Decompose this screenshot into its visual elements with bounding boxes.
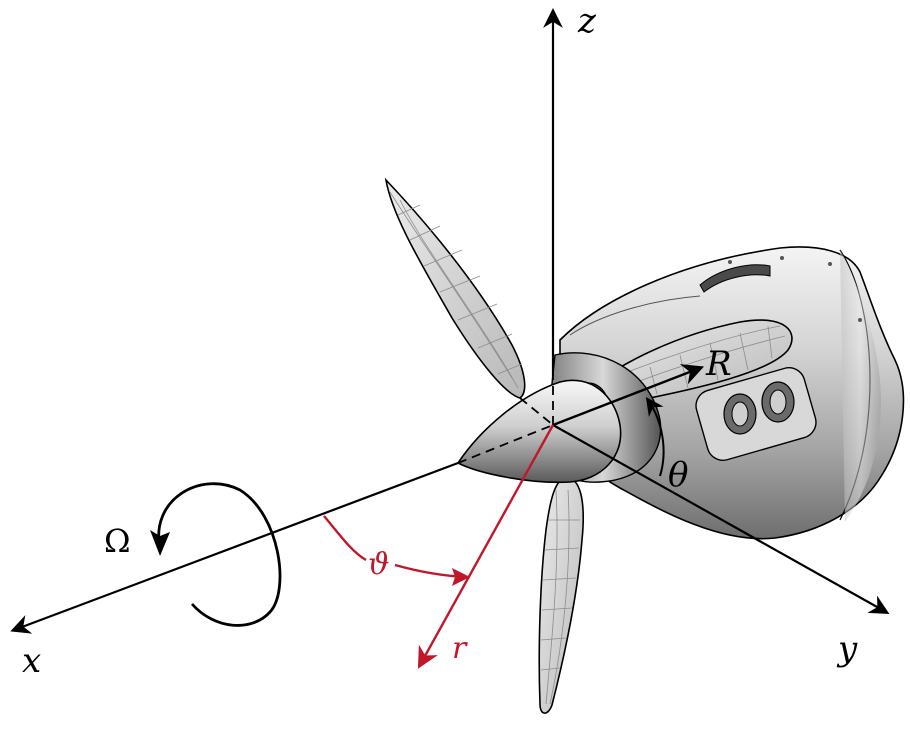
- label-Omega: Ω: [104, 522, 131, 560]
- r-vector: [417, 424, 555, 669]
- label-R: R: [705, 344, 732, 384]
- label-vartheta: ϑ: [368, 547, 389, 582]
- label-z: z: [577, 1, 597, 41]
- exhaust-panel: [695, 367, 817, 461]
- omega-rotation-arrow: [157, 482, 282, 627]
- blade-axis-hidden: [519, 397, 554, 426]
- label-x: x: [22, 641, 41, 681]
- upper-blade: [384, 177, 526, 399]
- label-y: y: [836, 629, 858, 669]
- y-axis: [552, 424, 890, 614]
- theta-arc: [645, 397, 665, 477]
- propeller-hub: [456, 352, 662, 484]
- label-theta: θ: [668, 455, 688, 495]
- x-axis: [10, 461, 459, 634]
- R-vector: [552, 364, 705, 427]
- vartheta-arc: [323, 515, 467, 579]
- lower-blade: [538, 477, 584, 714]
- vartheta-arrowhead: [452, 568, 470, 586]
- label-r: r: [452, 631, 468, 666]
- spinner: [456, 379, 622, 484]
- omega-arrowhead: [150, 530, 170, 556]
- x-axis-hidden: [457, 424, 554, 464]
